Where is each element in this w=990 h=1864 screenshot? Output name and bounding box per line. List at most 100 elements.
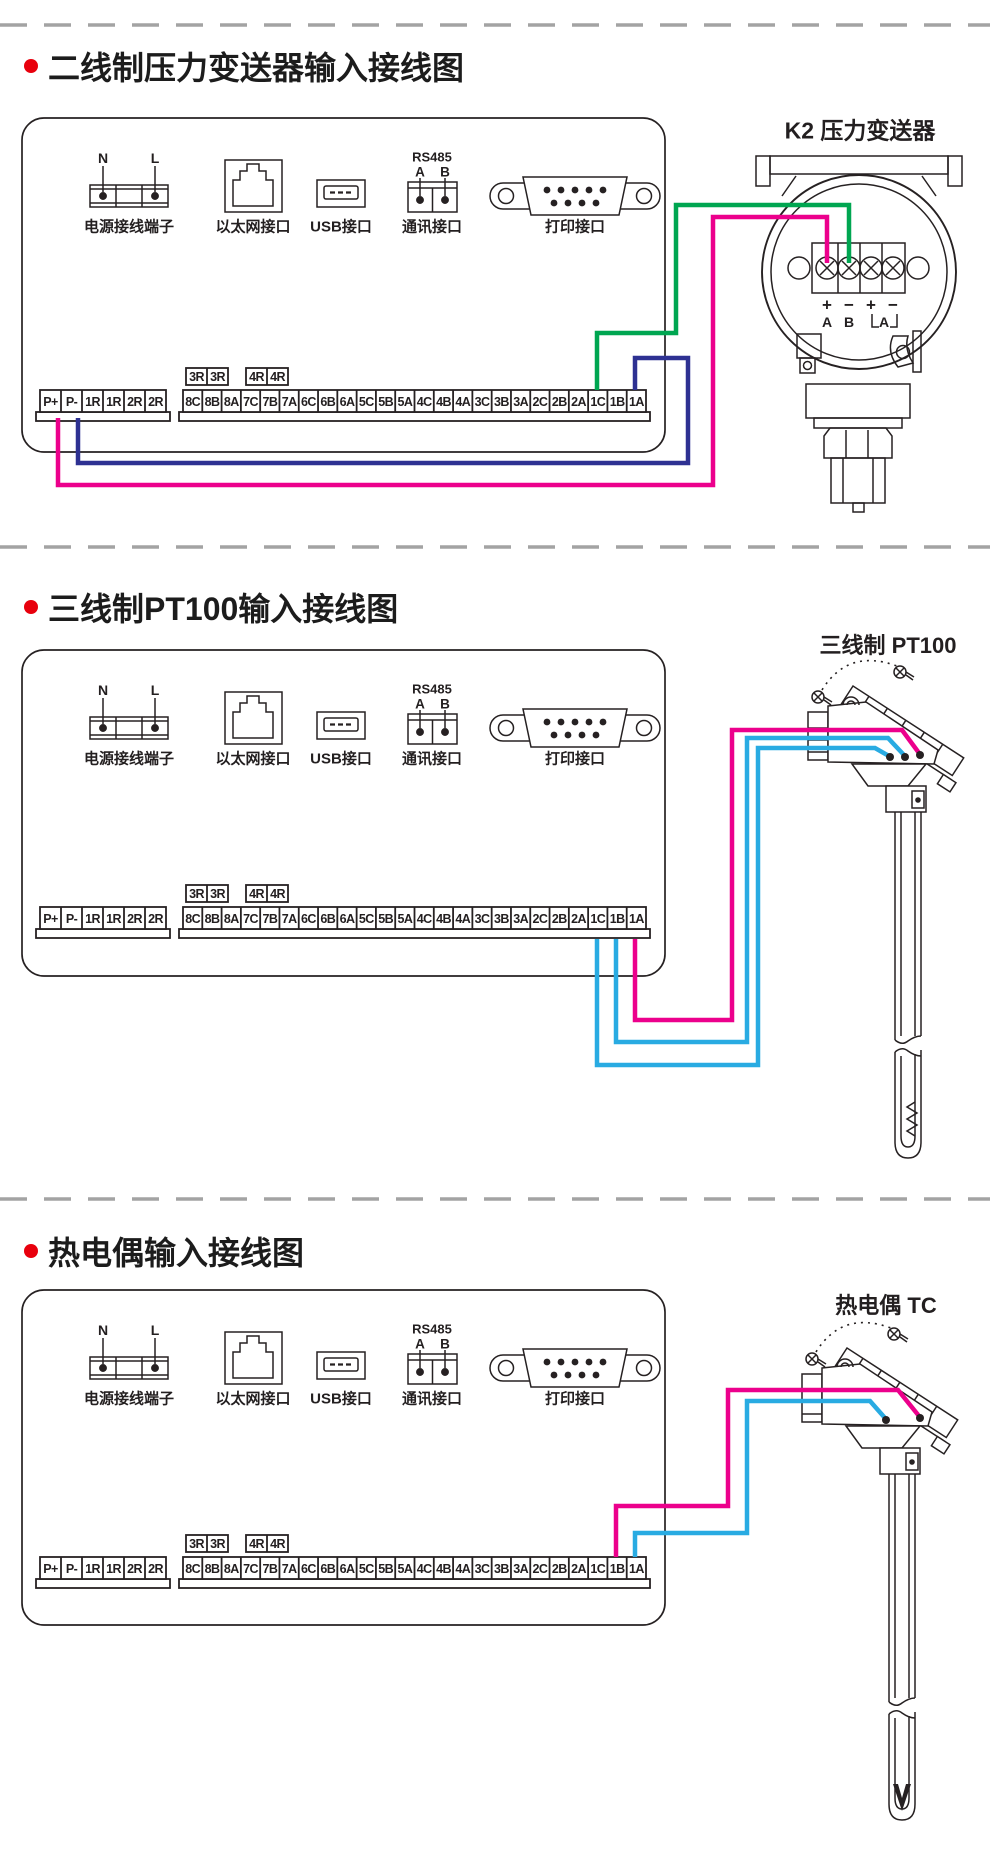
connection-dot [882, 1416, 890, 1424]
terminal-cell-label: 2B [551, 1561, 567, 1576]
terminal-cell-label: 5A [397, 1561, 413, 1576]
terminal-cell-label: 1B [609, 911, 625, 926]
terminal-cell-label: 2C [532, 911, 548, 926]
wire-power-plus-to-transmitter [55, 214, 830, 488]
terminal-cell-label: 7B [262, 911, 278, 926]
terminal-cell-label: 3A [513, 394, 529, 409]
terminal-cell-label: 7A [281, 1561, 297, 1576]
section-bullet-icon [24, 59, 38, 73]
terminal-cell-label: 4C [416, 394, 432, 409]
rs485-b-label: B [440, 696, 450, 712]
ethernet-caption: 以太网接口 [215, 750, 291, 768]
rs485-label: RS485 [412, 149, 452, 165]
relay-cell-label: 4R [249, 886, 264, 901]
terminal-cell-label: 3A [513, 1561, 529, 1576]
terminal-cell-label: 2R [148, 394, 163, 409]
thermocouple-sensor-label: 热电偶 TC [835, 1293, 937, 1318]
terminal-cell-label: 2R [127, 1561, 142, 1576]
section-bullet-icon [24, 600, 38, 614]
terminal-cell-label: 1R [85, 1561, 100, 1576]
thermocouple-sensor [801, 1321, 959, 1821]
transmitter-channel-label: A [821, 314, 833, 330]
transmitter-polarity-label: + [822, 295, 832, 315]
relay-cell-label: 3R [189, 369, 204, 384]
terminal-cell-label: 5C [358, 1561, 374, 1576]
ethernet-caption: 以太网接口 [215, 218, 291, 236]
terminal-cell-label: 2A [571, 394, 586, 409]
terminal-cell-label: 2R [148, 911, 163, 926]
terminal-cell-label: 1R [106, 911, 121, 926]
recorder-panel-3 [21, 1289, 666, 1626]
rs485-b-label: B [440, 164, 450, 180]
relay-cell-label: 3R [210, 1536, 225, 1551]
power-terminal-caption: 电源接线端子 [83, 218, 175, 236]
relay-cell-label: 4R [249, 1536, 264, 1551]
terminal-cell-label: 3B [493, 394, 509, 409]
relay-cell-label: 4R [270, 1536, 285, 1551]
usb-caption: USB接口 [310, 218, 372, 236]
terminal-cell-label: 5B [378, 1561, 393, 1576]
strip-base [178, 411, 651, 422]
connection-dot [916, 1414, 924, 1422]
terminal-cell-label: P+ [43, 394, 58, 409]
terminal-cell-label: 4B [436, 911, 451, 926]
terminal-cell-label: 4B [436, 394, 451, 409]
terminal-cell-label: 3C [474, 1561, 490, 1576]
terminal-cell-label: P- [65, 911, 78, 926]
rs485-label: RS485 [412, 1321, 452, 1337]
strip-base [35, 928, 171, 939]
usb-caption: USB接口 [310, 1390, 372, 1408]
transmitter-screw-terminals [815, 256, 905, 280]
terminal-cell-label: 1C [590, 1561, 606, 1576]
terminal-cell-label: 4B [436, 1561, 451, 1576]
terminal-cell-label: 1B [609, 394, 625, 409]
terminal-cell-label: 8B [204, 1561, 220, 1576]
transmitter-polarity-label: + [866, 295, 876, 315]
rs485-b-label: B [440, 1336, 450, 1352]
terminal-strip [35, 884, 651, 939]
recorder-panel-1 [21, 117, 666, 453]
terminal-cell-label: 3C [474, 911, 490, 926]
relay-cell-label: 3R [210, 369, 225, 384]
terminal-cell-label: 5C [358, 394, 374, 409]
connector-row-2 [88, 690, 662, 749]
terminal-cell-label: 1B [609, 1561, 625, 1576]
terminal-cell-label: 2B [551, 394, 567, 409]
terminal-cell-label: 5B [378, 911, 393, 926]
terminal-cell-label: 2R [127, 394, 142, 409]
comm-caption: 通讯接口 [401, 750, 463, 768]
print-caption: 打印接口 [544, 218, 606, 236]
terminal-cell-label: 3B [493, 1561, 509, 1576]
pressure-transmitter [755, 155, 963, 513]
terminal-cell-label: 3B [493, 911, 509, 926]
power-terminal-caption: 电源接线端子 [83, 1390, 175, 1408]
terminal-cell-label: 2C [532, 394, 548, 409]
terminal-cell-label: 6C [301, 911, 316, 926]
terminal-strip [35, 1534, 651, 1589]
terminal-cell-label: 6B [320, 1561, 336, 1576]
transmitter-channel-label: A [878, 314, 890, 330]
pt100-sensor [807, 659, 965, 1159]
terminal-cell-label: 1R [85, 911, 100, 926]
terminal-cell-label: 1A [629, 394, 644, 409]
terminal-cell-label: 2R [148, 1561, 163, 1576]
wire-1A-to-pt100 [632, 727, 921, 1023]
terminal-cell-label: 4A [455, 1561, 471, 1576]
connector-row-1 [88, 158, 662, 217]
relay-cell-label: 4R [249, 369, 264, 384]
connection-dot [886, 753, 894, 761]
terminal-cell-label: 6A [339, 394, 355, 409]
rs485-label: RS485 [412, 681, 452, 697]
terminal-cell-label: 1R [106, 394, 121, 409]
strip-base [178, 1578, 651, 1589]
recorder-panel-2 [21, 649, 666, 977]
terminal-cell-label: 5A [397, 394, 413, 409]
section-title: 二线制压力变送器输入接线图 [48, 50, 465, 86]
terminal-cell-label: 2A [571, 911, 586, 926]
pressure-transmitter-label: K2 压力变送器 [784, 117, 936, 144]
section-dividers [0, 23, 990, 1201]
sensor-connection-dots [882, 751, 924, 1424]
terminal-cell-label: 1R [85, 394, 100, 409]
power-n-label: N [97, 150, 109, 166]
